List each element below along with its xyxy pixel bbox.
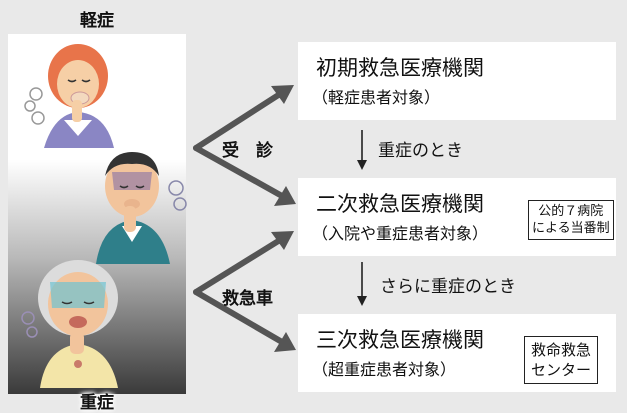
- severity-severe-label: 重症: [80, 393, 114, 413]
- critical-care-center-tag-line1: 救命救急: [531, 341, 592, 359]
- tertiary-emergency-subtitle: （超重症患者対象）: [312, 360, 457, 379]
- consult-arrow-to-primary: [193, 91, 283, 151]
- duty-hospitals-tag-line1: 公的７病院: [538, 204, 604, 219]
- moderate-patient-illustration: [96, 152, 187, 264]
- primary-emergency-box: 初期救急医療機関 （軽症患者対象）: [298, 42, 616, 120]
- duty-hospitals-tag-line2: による当番制: [532, 221, 610, 236]
- ambulance-arrow-to-tertiary: [193, 289, 285, 345]
- secondary-emergency-title: 二次救急医療機関: [316, 192, 484, 216]
- arrowhead-primary: [271, 85, 294, 104]
- transition-more-severe-label: さらに重症のとき: [380, 277, 516, 297]
- arrowhead-secondary-lower: [271, 231, 294, 250]
- arrowhead-secondary-upper: [274, 186, 296, 206]
- consult-route-label: 受 診: [222, 141, 273, 161]
- consult-arrow-to-secondary: [193, 145, 285, 199]
- transition-severe-label: 重症のとき: [378, 141, 463, 161]
- duty-hospitals-tag: 公的７病院 による当番制: [528, 200, 614, 240]
- severity-mild-label: 軽症: [80, 11, 114, 31]
- tertiary-emergency-box: 三次救急医療機関 （超重症患者対象） 救命救急 センター: [298, 314, 616, 392]
- primary-emergency-title: 初期救急医療機関: [316, 56, 484, 80]
- tertiary-emergency-title: 三次救急医療機関: [316, 328, 484, 352]
- severe-patient-illustration: [21, 260, 118, 388]
- ambulance-route-label: 救急車: [222, 289, 273, 309]
- arrowhead-tertiary: [274, 332, 296, 352]
- mild-patient-illustration: [24, 44, 114, 148]
- critical-care-center-tag: 救命救急 センター: [524, 336, 599, 384]
- secondary-emergency-box: 二次救急医療機関 （入院や重症患者対象） 公的７病院 による当番制: [298, 178, 616, 256]
- ambulance-arrow-to-secondary: [193, 237, 283, 295]
- critical-care-center-tag-line2: センター: [531, 361, 592, 379]
- primary-emergency-subtitle: （軽症患者対象）: [312, 88, 441, 107]
- secondary-emergency-subtitle: （入院や重症患者対象）: [312, 224, 489, 243]
